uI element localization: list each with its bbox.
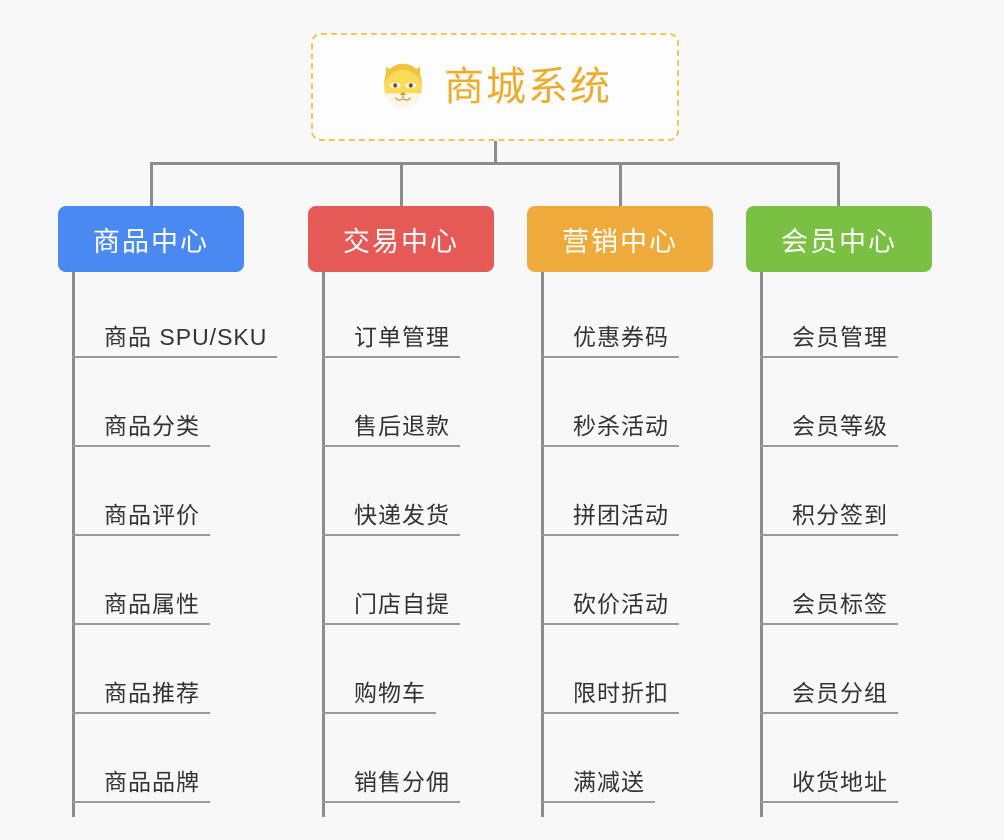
leaf-underline: 购物车 (322, 679, 436, 714)
leaf-label: 购物车 (354, 679, 426, 706)
root-node[interactable]: 商城系统 (311, 33, 679, 141)
leaf-item[interactable]: 商品分类 (72, 361, 210, 447)
leaf-underline: 拼团活动 (541, 501, 679, 536)
leaf-label: 拼团活动 (573, 501, 669, 528)
connector-drop-1 (150, 162, 153, 208)
dog-face-icon (384, 63, 422, 108)
leaf-item[interactable]: 拼团活动 (541, 450, 679, 536)
leaf-underline: 会员管理 (760, 323, 898, 358)
leaf-underline: 会员标签 (760, 590, 898, 625)
leaf-underline: 商品品牌 (72, 768, 210, 803)
leaf-label: 砍价活动 (573, 590, 669, 617)
leaf-item[interactable]: 会员标签 (760, 539, 898, 625)
leaf-underline: 商品 SPU/SKU (72, 323, 278, 358)
category-box-product-center[interactable]: 商品中心 (58, 206, 244, 272)
leaf-label: 销售分佣 (354, 768, 450, 795)
leaf-item[interactable]: 商品品牌 (72, 717, 210, 803)
category-title-trade-center: 交易中心 (343, 226, 459, 257)
leaf-underline: 优惠券码 (541, 323, 679, 358)
leaf-underline: 秒杀活动 (541, 412, 679, 447)
root-title: 商城系统 (444, 65, 612, 109)
leaf-item[interactable]: 快递发货 (322, 450, 460, 536)
leaf-underline: 商品评价 (72, 501, 210, 536)
leaf-item[interactable]: 会员等级 (760, 361, 898, 447)
leaf-label: 会员等级 (792, 412, 888, 439)
leaf-item[interactable]: 限时折扣 (541, 628, 679, 714)
leaf-item[interactable]: 满减送 (541, 717, 655, 803)
leaf-label: 商品品牌 (104, 768, 200, 795)
leaf-item[interactable]: 购物车 (322, 628, 436, 714)
leaf-underline: 积分签到 (760, 501, 898, 536)
leaf-underline: 商品属性 (72, 590, 210, 625)
leaf-item[interactable]: 砍价活动 (541, 539, 679, 625)
connector-root-stem (494, 141, 497, 165)
leaf-underline: 收货地址 (760, 768, 898, 803)
leaf-item[interactable]: 优惠券码 (541, 272, 679, 358)
leaf-label: 商品评价 (104, 501, 200, 528)
leaf-item[interactable]: 商品评价 (72, 450, 210, 536)
leaf-underline: 砍价活动 (541, 590, 679, 625)
leaf-underline: 订单管理 (322, 323, 460, 358)
leaf-label: 秒杀活动 (573, 412, 669, 439)
connector-drop-4 (837, 162, 840, 208)
leaf-item[interactable]: 商品属性 (72, 539, 210, 625)
column-trunk-line (541, 272, 544, 817)
category-box-trade-center[interactable]: 交易中心 (308, 206, 494, 272)
leaf-item[interactable]: 销售分佣 (322, 717, 460, 803)
column-trunk-line (322, 272, 325, 817)
leaf-label: 优惠券码 (573, 323, 669, 350)
leaf-underline: 满减送 (541, 768, 655, 803)
leaf-label: 会员分组 (792, 679, 888, 706)
leaf-label: 订单管理 (354, 323, 450, 350)
column-trunk-line (760, 272, 763, 817)
leaf-label: 快递发货 (354, 501, 450, 528)
leaf-underline: 商品分类 (72, 412, 210, 447)
leaf-item[interactable]: 会员分组 (760, 628, 898, 714)
leaf-underline: 快递发货 (322, 501, 460, 536)
leaf-label: 商品属性 (104, 590, 200, 617)
leaf-underline: 销售分佣 (322, 768, 460, 803)
leaf-item[interactable]: 积分签到 (760, 450, 898, 536)
leaf-label: 收货地址 (792, 768, 888, 795)
leaf-label: 商品 SPU/SKU (104, 323, 268, 350)
leaf-label: 满减送 (573, 768, 645, 795)
leaf-underline: 会员等级 (760, 412, 898, 447)
leaf-label: 售后退款 (354, 412, 450, 439)
leaf-label: 商品推荐 (104, 679, 200, 706)
leaf-label: 商品分类 (104, 412, 200, 439)
leaf-label: 积分签到 (792, 501, 888, 528)
column-trunk-line (72, 272, 75, 817)
leaf-underline: 门店自提 (322, 590, 460, 625)
category-box-member-center[interactable]: 会员中心 (746, 206, 932, 272)
leaf-label: 门店自提 (354, 590, 450, 617)
category-title-product-center: 商品中心 (93, 226, 209, 257)
leaf-label: 会员管理 (792, 323, 888, 350)
leaf-label: 限时折扣 (573, 679, 669, 706)
leaf-label: 会员标签 (792, 590, 888, 617)
connector-horizontal-bus (150, 162, 840, 165)
leaf-underline: 限时折扣 (541, 679, 679, 714)
leaf-item[interactable]: 会员管理 (760, 272, 898, 358)
leaf-item[interactable]: 售后退款 (322, 361, 460, 447)
leaf-item[interactable]: 商品推荐 (72, 628, 210, 714)
leaf-item[interactable]: 门店自提 (322, 539, 460, 625)
leaf-item[interactable]: 订单管理 (322, 272, 460, 358)
connector-drop-3 (619, 162, 622, 208)
connector-drop-2 (400, 162, 403, 208)
leaf-item[interactable]: 秒杀活动 (541, 361, 679, 447)
leaf-item[interactable]: 商品 SPU/SKU (72, 272, 278, 358)
leaf-underline: 商品推荐 (72, 679, 210, 714)
category-box-marketing-center[interactable]: 营销中心 (527, 206, 713, 272)
leaf-underline: 会员分组 (760, 679, 898, 714)
leaf-item[interactable]: 收货地址 (760, 717, 898, 803)
category-title-member-center: 会员中心 (781, 226, 897, 257)
category-title-marketing-center: 营销中心 (562, 226, 678, 257)
leaf-underline: 售后退款 (322, 412, 460, 447)
